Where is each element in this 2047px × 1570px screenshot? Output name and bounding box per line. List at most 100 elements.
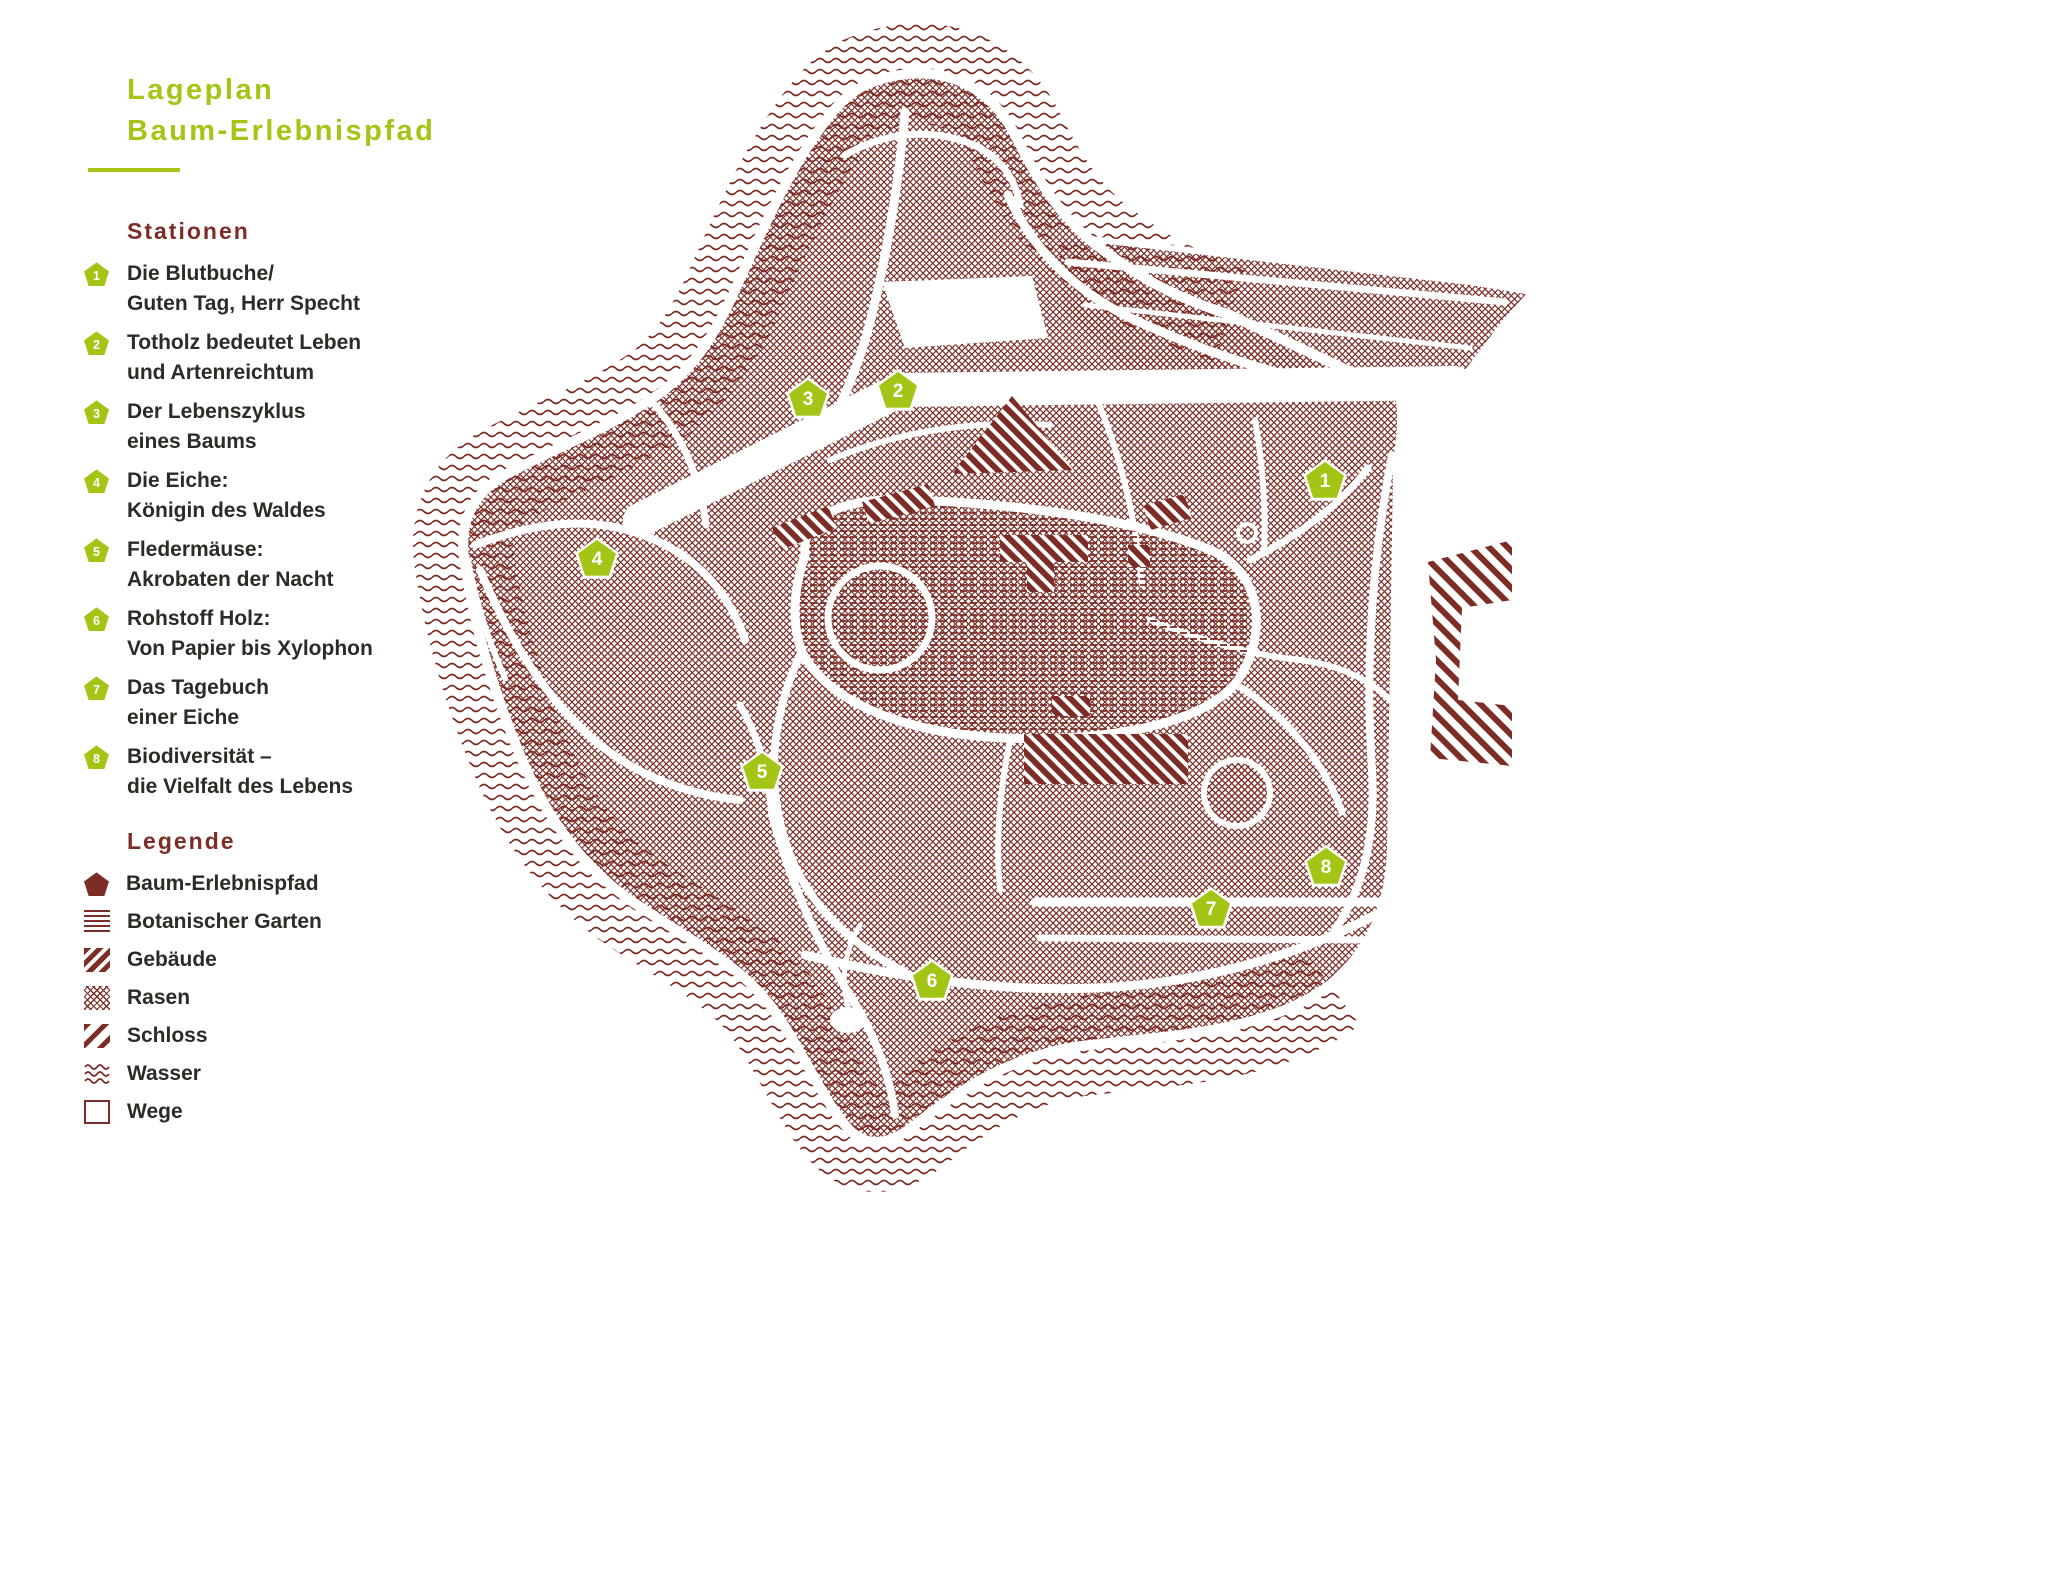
legend-label: Baum-Erlebnispfad <box>126 872 319 896</box>
legend-item: Botanischer Garten <box>84 907 564 937</box>
stations-heading: Stationen <box>127 218 250 245</box>
map-marker-shape: 5 <box>743 752 781 789</box>
building-shape <box>1143 494 1192 530</box>
castle-swatch <box>84 1024 110 1049</box>
page-title-line1: Lageplan <box>127 74 275 106</box>
map-marker-8: 8 <box>1304 844 1348 887</box>
station-pin-number: 3 <box>93 406 100 421</box>
water-swatch <box>84 1062 110 1086</box>
station-pin-number: 6 <box>93 613 100 628</box>
roundabout <box>1236 522 1258 544</box>
station-pin-number: 7 <box>93 682 100 697</box>
map-marker-shape: 6 <box>913 961 951 998</box>
building-shape <box>952 396 1074 474</box>
page-title: Lageplan Baum-Erlebnispfad <box>127 70 564 152</box>
map-marker-1: 1 <box>1303 458 1347 501</box>
trail-pentagon-swatch <box>84 872 109 897</box>
map-marker-shape: 8 <box>1307 847 1345 884</box>
legend-item: Wasser <box>84 1059 564 1089</box>
lawn-swatch <box>84 986 110 1011</box>
buildings-group <box>772 396 1192 784</box>
stations-list: 1 Die Blutbuche/Guten Tag, Herr Specht 2… <box>84 259 564 802</box>
map-marker-5: 5 <box>740 749 784 792</box>
station-pin-number: 5 <box>93 544 100 559</box>
station-pin-icon: 6 <box>84 607 109 632</box>
building-swatch <box>84 948 110 973</box>
legend-label: Botanischer Garten <box>127 910 322 934</box>
station-pin-icon: 2 <box>84 331 109 356</box>
legend-item: Gebäude <box>84 945 564 975</box>
station-pin-number: 4 <box>93 475 100 490</box>
station-label: Die Eiche:Königin des Waldes <box>127 469 326 523</box>
map-marker-number: 7 <box>1205 898 1217 920</box>
station-pin-icon: 1 <box>84 262 109 287</box>
station-pin-icon: 7 <box>84 676 109 701</box>
map-marker-shape: 7 <box>1192 889 1230 926</box>
station-item: 6 Rohstoff Holz:Von Papier bis Xylophon <box>84 604 564 664</box>
legend-label: Schloss <box>127 1024 208 1048</box>
map-marker-6: 6 <box>910 958 954 1001</box>
map-marker-shape: 2 <box>879 371 917 408</box>
legend-list: Baum-Erlebnispfad Botanischer Garten Geb… <box>84 869 564 1127</box>
legend-label: Gebäude <box>127 948 217 972</box>
pond <box>830 1007 866 1033</box>
map-marker-4: 4 <box>575 536 619 579</box>
page-title-line2: Baum-Erlebnispfad <box>127 115 436 148</box>
station-label: Die Blutbuche/Guten Tag, Herr Specht <box>127 262 360 316</box>
legend-item: Rasen <box>84 983 564 1013</box>
legend-item: Baum-Erlebnispfad <box>84 869 564 899</box>
map-marker-shape: 4 <box>578 539 616 576</box>
station-pin-number: 1 <box>93 268 100 283</box>
building-shape <box>1128 545 1150 567</box>
lawn-mound <box>1201 757 1273 829</box>
station-label: Biodiversität –die Vielfalt des Lebens <box>127 745 354 799</box>
station-pin-number: 8 <box>93 751 100 766</box>
station-item: 1 Die Blutbuche/Guten Tag, Herr Specht <box>84 259 564 319</box>
map-marker-number: 5 <box>756 761 768 783</box>
map-marker-number: 4 <box>591 548 603 570</box>
building-shape <box>1000 535 1088 592</box>
station-pin-icon: 3 <box>84 400 109 425</box>
station-item: 5 Fledermäuse:Akrobaten der Nacht <box>84 535 564 595</box>
building-shape <box>772 506 837 550</box>
station-pin-number: 2 <box>93 337 100 352</box>
station-pin-icon: 4 <box>84 469 109 494</box>
botanical-garden-swatch <box>84 910 110 935</box>
map-marker-shape: 3 <box>789 379 827 416</box>
map-marker-number: 6 <box>926 970 938 992</box>
station-pin-icon: 8 <box>84 745 109 770</box>
station-pin-icon: 5 <box>84 538 109 563</box>
station-label: Rohstoff Holz:Von Papier bis Xylophon <box>127 607 373 661</box>
legend-label: Wege <box>127 1100 183 1124</box>
map-marker-shape: 1 <box>1306 461 1344 498</box>
schloss-shape <box>1428 540 1512 766</box>
building-shape <box>1052 696 1090 716</box>
map-marker-3: 3 <box>786 376 830 419</box>
building-shape <box>1024 734 1188 784</box>
path-swatch <box>84 1100 110 1125</box>
building-shape <box>862 484 935 524</box>
map-marker-number: 2 <box>892 380 904 402</box>
map-marker-number: 3 <box>802 388 814 410</box>
map-marker-number: 8 <box>1320 856 1332 878</box>
legend-item: Wege <box>84 1097 564 1127</box>
station-item: 4 Die Eiche:Königin des Waldes <box>84 466 564 526</box>
map-marker-number: 1 <box>1319 470 1331 492</box>
map-marker-2: 2 <box>876 368 920 411</box>
station-label: Fledermäuse:Akrobaten der Nacht <box>127 538 334 592</box>
map-marker-7: 7 <box>1189 886 1233 929</box>
info-panel: Lageplan Baum-Erlebnispfad Stationen 1 D… <box>84 70 564 1135</box>
garden-circle-path <box>824 562 936 674</box>
legend-heading: Legende <box>127 828 236 855</box>
clearing-area <box>882 276 1048 348</box>
legend-label: Rasen <box>127 986 191 1010</box>
